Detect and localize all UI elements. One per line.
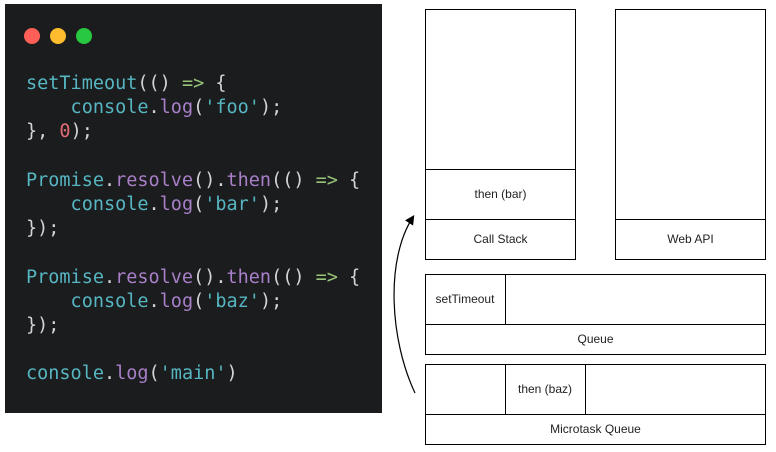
code-token-method: then — [226, 266, 272, 288]
code-token-punctuation: . — [148, 97, 160, 119]
code-token-method: log — [159, 193, 194, 215]
code-token-punctuation: (() — [271, 169, 316, 191]
code-token-punctuation: . — [103, 266, 116, 288]
code-token-punctuation: { — [337, 169, 361, 191]
code-token-string: 'baz' — [204, 290, 260, 312]
code-token-arrow: => — [315, 169, 338, 191]
code-token-punctuation: ( — [148, 363, 160, 385]
code-editor-window: setTimeout(() => { console.log('foo');},… — [5, 4, 382, 413]
code-token-identifier: Promise — [26, 266, 104, 288]
code-line: Promise.resolve().then(() => { — [26, 169, 360, 193]
code-token-punctuation: ( — [193, 193, 205, 215]
code-token-number: 0 — [59, 121, 71, 143]
code-token-punctuation: }, — [26, 121, 60, 143]
code-line: console.log('baz'); — [26, 290, 360, 314]
call-stack-title: Call Stack — [473, 232, 528, 246]
code-token-string: 'main' — [159, 363, 227, 385]
code-token-punctuation: (). — [193, 169, 227, 191]
queue-title-divider — [425, 324, 766, 325]
microtask-title-divider — [425, 414, 766, 415]
code-token-punctuation: ); — [259, 97, 283, 119]
code-token-punctuation: ); — [259, 290, 283, 312]
code-token-punctuation: . — [148, 290, 160, 312]
code-token-identifier: setTimeout — [26, 73, 138, 94]
queue-item: setTimeout — [435, 292, 495, 306]
code-token-punctuation: }); — [26, 314, 60, 336]
code-token-punctuation: ( — [193, 97, 205, 119]
microtask-slot-divider-1 — [505, 364, 506, 414]
code-line: console.log('main') — [26, 362, 360, 386]
code-token-punctuation: . — [148, 193, 160, 215]
microtask-slot-divider-2 — [585, 364, 586, 414]
code-line: }); — [26, 314, 360, 338]
microtask-to-callstack-arrow — [393, 214, 416, 394]
code-token-punctuation: { — [204, 73, 227, 94]
code-token-method: resolve — [115, 169, 194, 191]
code-line: console.log('foo'); — [26, 96, 360, 120]
arrow-path — [393, 214, 416, 394]
code-token-punctuation: ( — [193, 290, 205, 312]
code-token-identifier: console — [26, 290, 149, 312]
code-token-identifier: console — [26, 363, 104, 385]
code-token-punctuation: ) — [226, 363, 238, 385]
call-stack-title-divider — [425, 219, 576, 220]
code-token-method: then — [226, 169, 272, 191]
call-stack-item: then (bar) — [474, 187, 527, 201]
maximize-window-icon[interactable] — [76, 28, 92, 44]
code-line: }, 0); — [26, 120, 360, 144]
code-line: }); — [26, 217, 360, 241]
code-line — [26, 241, 360, 265]
code-token-method: log — [115, 363, 149, 385]
web-api-title-divider — [615, 219, 766, 220]
web-api-box — [615, 9, 766, 260]
code-token-arrow: => — [315, 266, 338, 288]
call-stack-box — [425, 9, 576, 260]
code-token-identifier: console — [26, 97, 149, 119]
code-line — [26, 145, 360, 169]
code-line: console.log('bar'); — [26, 193, 360, 217]
code-token-punctuation: { — [337, 266, 361, 288]
code-token-punctuation: (). — [193, 266, 227, 288]
code-token-identifier: console — [26, 193, 149, 215]
code-token-method: log — [159, 97, 194, 119]
web-api-title: Web API — [667, 232, 714, 246]
queue-slot-divider — [505, 274, 506, 324]
microtask-item: then (baz) — [517, 382, 573, 396]
code-line: Promise.resolve().then(() => { — [26, 266, 360, 290]
code-token-string: 'foo' — [204, 97, 260, 119]
queue-title: Queue — [577, 332, 614, 346]
code-token-method: log — [159, 290, 194, 312]
code-token-punctuation: (() — [271, 266, 316, 288]
code-token-method: resolve — [115, 266, 194, 288]
window-controls — [24, 28, 92, 44]
minimize-window-icon[interactable] — [50, 28, 66, 44]
code-token-punctuation: . — [103, 363, 116, 385]
code-token-punctuation: . — [103, 169, 116, 191]
code-line: setTimeout(() => { — [26, 72, 360, 96]
code-token-arrow: => — [181, 73, 205, 94]
code-token-identifier: Promise — [26, 169, 104, 191]
microtask-queue-title: Microtask Queue — [550, 422, 641, 436]
close-window-icon[interactable] — [24, 28, 40, 44]
code-token-punctuation: (() — [137, 73, 182, 94]
code-token-punctuation: ); — [259, 193, 283, 215]
microtask-queue-box — [425, 364, 766, 445]
code-block: setTimeout(() => { console.log('foo');},… — [26, 72, 360, 386]
queue-box — [425, 274, 766, 355]
call-stack-divider — [425, 169, 576, 170]
code-line — [26, 338, 360, 362]
code-token-punctuation: ); — [70, 121, 93, 143]
code-token-punctuation: }); — [26, 218, 60, 240]
code-token-string: 'bar' — [204, 193, 260, 215]
